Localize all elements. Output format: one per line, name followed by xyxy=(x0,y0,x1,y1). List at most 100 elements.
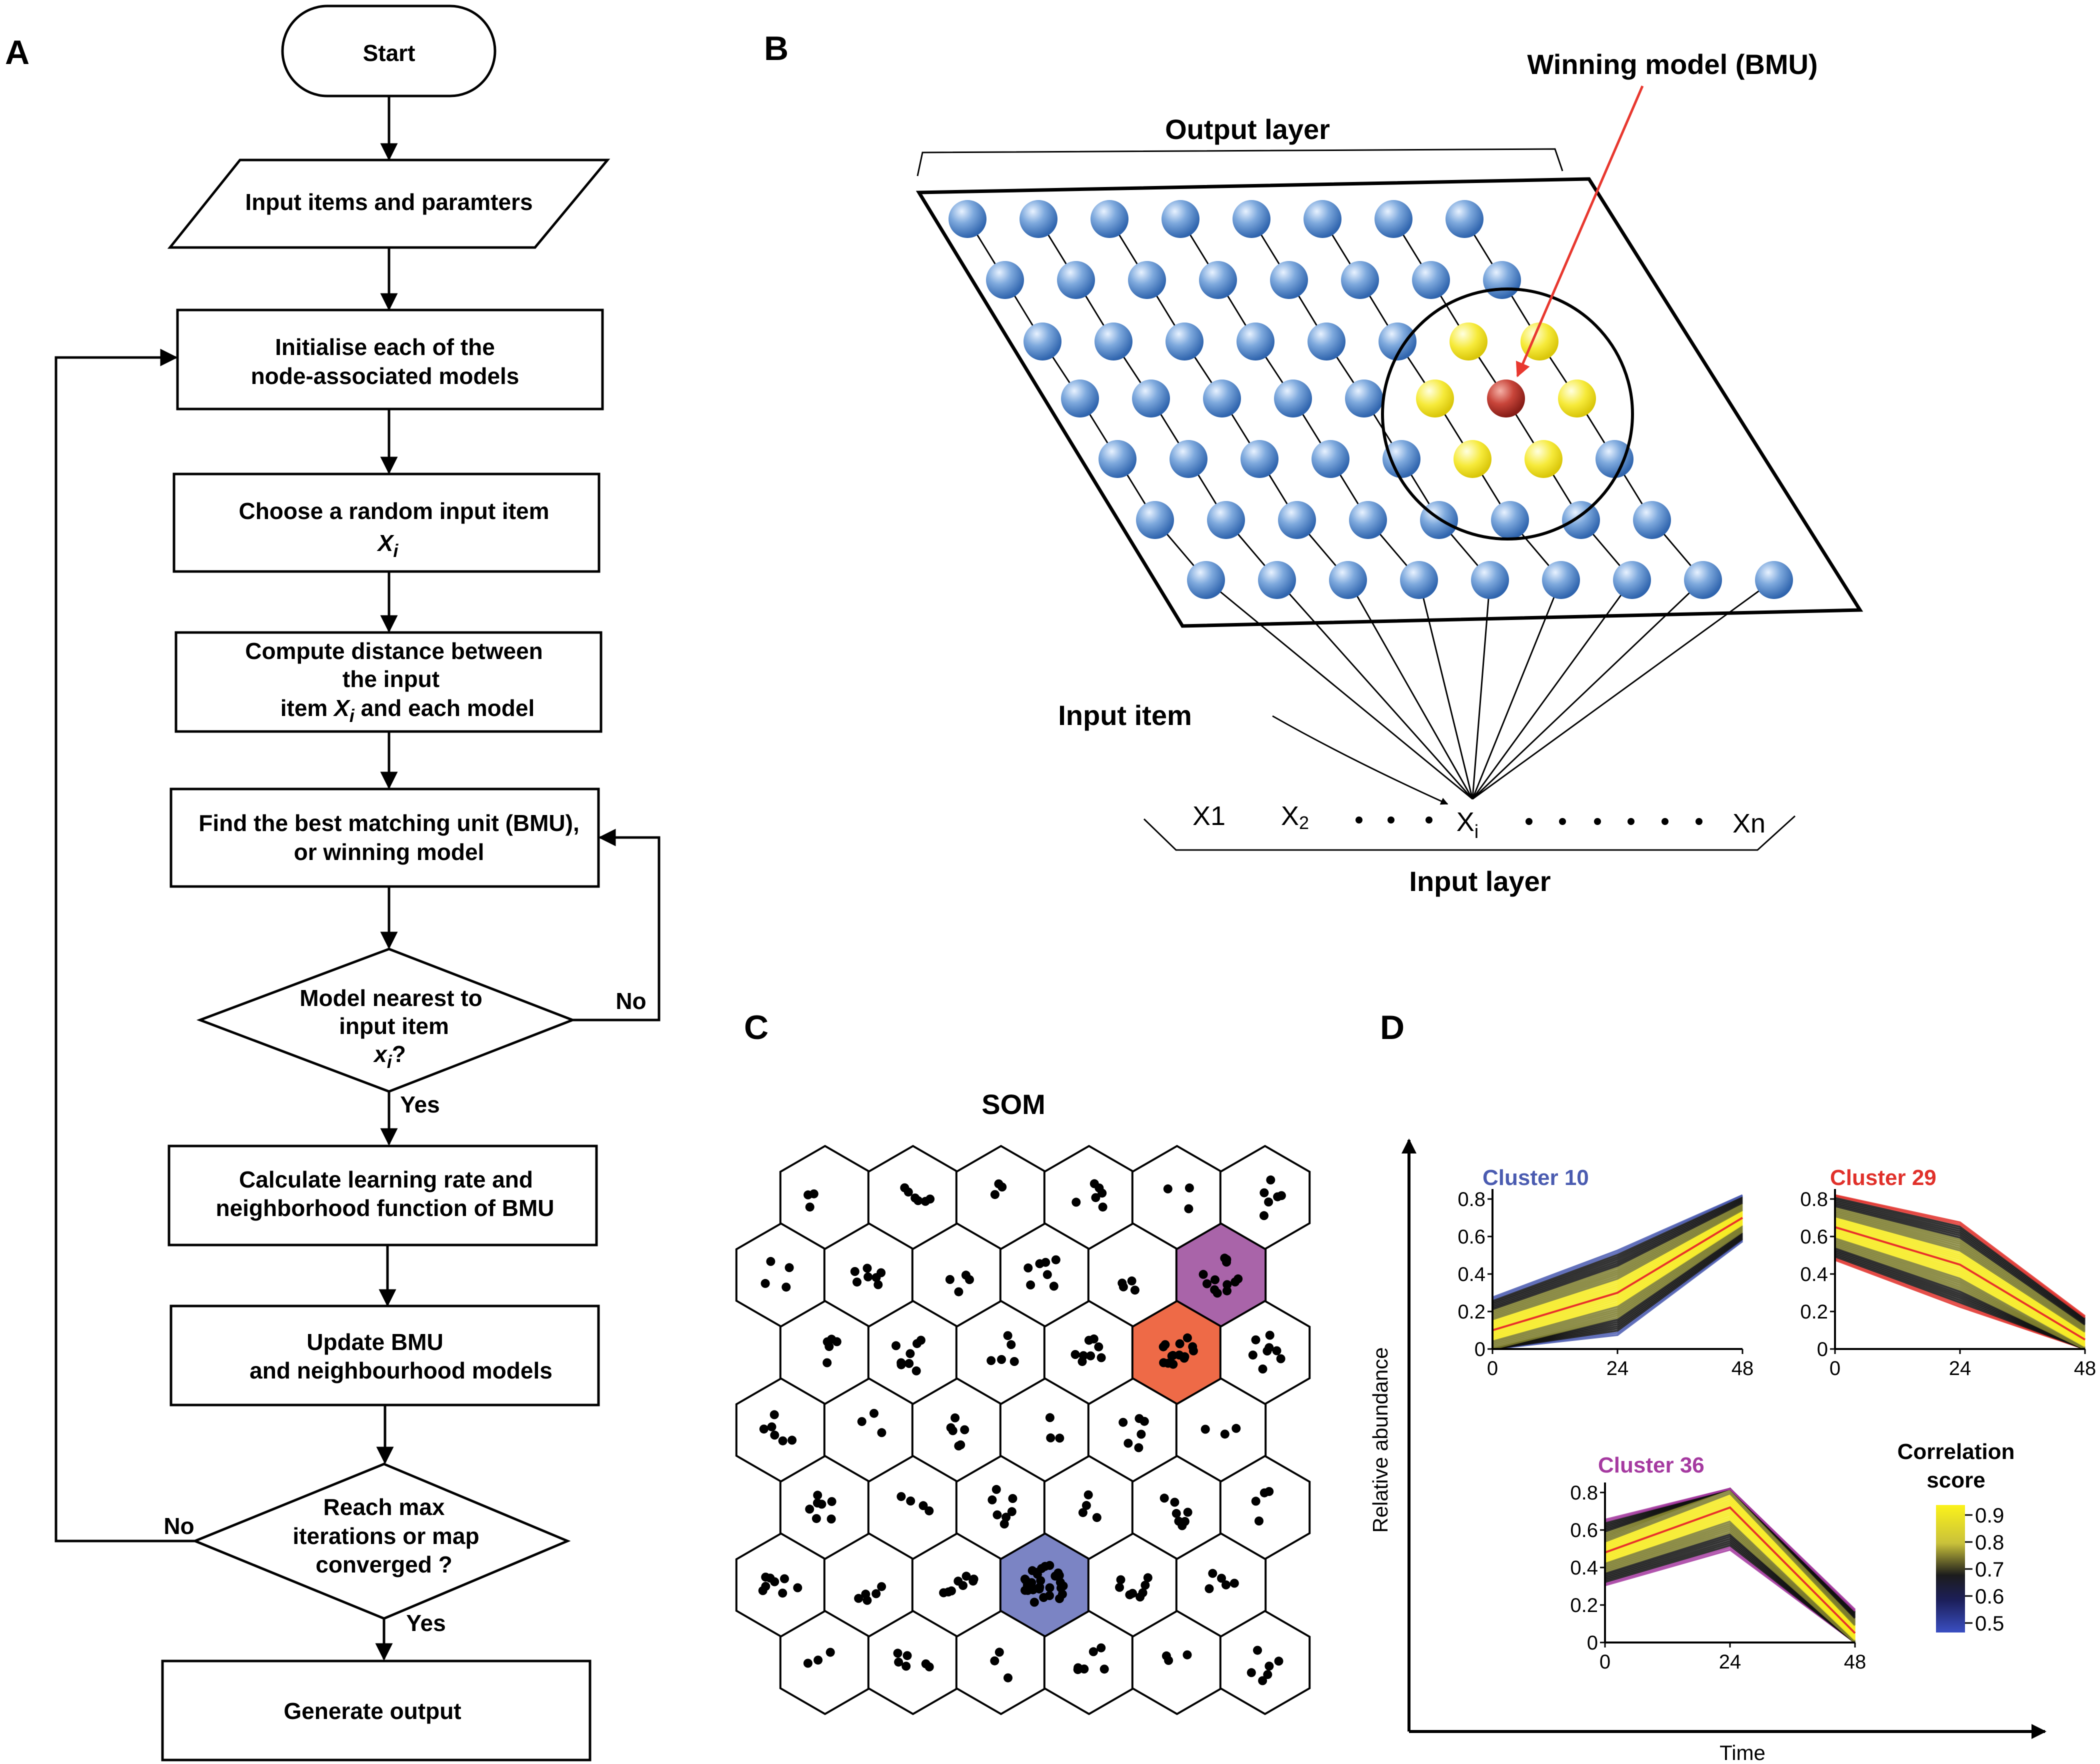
profile-line xyxy=(1492,1196,1743,1302)
decision2-label-1: Reach max xyxy=(324,1494,445,1520)
decision2-label-3: converged ? xyxy=(316,1552,452,1578)
y-tick-label: 0 xyxy=(1474,1338,1486,1360)
output-node xyxy=(1166,322,1204,360)
som-data-point xyxy=(1046,1433,1056,1442)
som-data-point xyxy=(1026,1580,1036,1590)
input-x2: X2 xyxy=(1281,801,1309,833)
som-data-point xyxy=(1230,1277,1240,1286)
decision1-label-3: xi? xyxy=(372,1041,406,1072)
output-node xyxy=(1270,261,1308,299)
y-tick-label: 0.4 xyxy=(1458,1264,1486,1286)
som-data-point xyxy=(1175,1339,1184,1348)
som-data-point xyxy=(892,1341,900,1350)
output-node xyxy=(1562,501,1600,539)
som-data-point xyxy=(1220,1430,1230,1439)
start-label: Start xyxy=(363,40,416,66)
som-data-point xyxy=(793,1583,802,1592)
profile-line xyxy=(1604,1516,1856,1640)
som-data-point xyxy=(1164,1358,1173,1368)
som-data-point xyxy=(1000,1520,1009,1528)
x-tick-label: 48 xyxy=(1732,1358,1754,1380)
profile-line xyxy=(1834,1234,2086,1346)
som-data-point xyxy=(1045,1591,1054,1600)
flowchart: Start Input items and paramters Initiali… xyxy=(54,4,660,1762)
som-data-point xyxy=(1045,1583,1054,1592)
input-label: Input items and paramters xyxy=(245,189,532,215)
som-data-point xyxy=(954,1576,963,1586)
neighbor-node xyxy=(1520,322,1558,360)
input-connection-line xyxy=(1206,579,1473,800)
som-data-point xyxy=(1136,1592,1145,1602)
input-connection-line xyxy=(1472,580,1562,800)
som-data-point xyxy=(862,1264,872,1273)
output-node xyxy=(1128,261,1166,299)
x-tick-label: 24 xyxy=(1719,1651,1742,1673)
neighbor-node xyxy=(1524,440,1562,478)
som-data-point xyxy=(1170,1498,1180,1507)
choose-var: Xi xyxy=(376,530,399,561)
som-data-point xyxy=(916,1336,926,1345)
som-data-point xyxy=(965,1275,974,1284)
som-data-point xyxy=(946,1586,956,1596)
input-connection-line xyxy=(1472,580,1491,800)
som-data-point xyxy=(990,1656,1000,1666)
output-node xyxy=(1061,380,1099,418)
decision1-label-2: input item xyxy=(339,1013,449,1039)
som-data-point xyxy=(1078,1357,1087,1366)
som-data-point xyxy=(988,1495,997,1504)
output-node xyxy=(1613,561,1651,599)
som-data-point xyxy=(1217,1574,1226,1583)
profile-line xyxy=(1604,1514,1856,1638)
x-tick-label: 0 xyxy=(1830,1358,1840,1380)
profile-line xyxy=(1492,1220,1744,1336)
compute-label-3: item Xi and each model xyxy=(280,695,535,726)
som-data-point xyxy=(1055,1594,1064,1604)
som-data-point xyxy=(1264,1343,1274,1352)
som-data-point xyxy=(1184,1183,1194,1192)
profile-line xyxy=(1604,1494,1856,1628)
output-node xyxy=(1090,200,1128,238)
output-node xyxy=(1400,561,1438,599)
network-nodes xyxy=(948,200,1793,599)
som-data-point xyxy=(1118,1278,1127,1288)
input-connection-line xyxy=(1418,580,1474,800)
x-tick-label: 0 xyxy=(1600,1651,1610,1673)
som-data-point xyxy=(1115,1582,1124,1592)
som-data-point xyxy=(1074,1663,1083,1672)
update-label-1: Update BMU xyxy=(306,1329,443,1355)
som-data-point xyxy=(759,1424,768,1434)
som-data-point xyxy=(778,1436,788,1446)
som-data-point xyxy=(1184,1204,1194,1214)
som-data-point xyxy=(788,1436,797,1445)
som-data-point xyxy=(1222,1580,1230,1590)
som-data-point xyxy=(1210,1275,1220,1284)
input-layer-bracket xyxy=(1143,815,1796,851)
som-data-point xyxy=(1172,1508,1181,1518)
output-node xyxy=(1162,200,1200,238)
som-data-point xyxy=(1007,1507,1016,1516)
find-label-2: or winning model xyxy=(294,839,484,865)
som-data-point xyxy=(906,1349,915,1358)
profile-line xyxy=(1604,1522,1856,1643)
profile-line xyxy=(1834,1218,2086,1336)
som-data-point xyxy=(1055,1434,1064,1443)
x-tick-label: 48 xyxy=(2074,1358,2096,1380)
som-data-point xyxy=(803,1658,812,1668)
update-label-2: and neighbourhood models xyxy=(250,1358,552,1384)
som-data-point xyxy=(992,1484,1001,1494)
end-label: Generate output xyxy=(284,1698,461,1724)
profile-line xyxy=(1834,1194,2086,1317)
output-node xyxy=(1755,561,1793,599)
choose-label-1: Choose a random input item xyxy=(238,498,549,524)
som-data-point xyxy=(1054,1568,1063,1578)
colorbar-ticks: 0.9 0.8 0.7 0.6 0.5 xyxy=(1965,1504,2004,1635)
som-data-point xyxy=(962,1572,971,1581)
som-data-point xyxy=(1096,1643,1106,1652)
som-data-point xyxy=(870,1408,878,1418)
som-data-point xyxy=(1265,1330,1274,1340)
profile-line xyxy=(1492,1205,1743,1316)
som-data-point xyxy=(1140,1416,1149,1426)
cluster-10-title: Cluster 10 xyxy=(1482,1166,1589,1190)
